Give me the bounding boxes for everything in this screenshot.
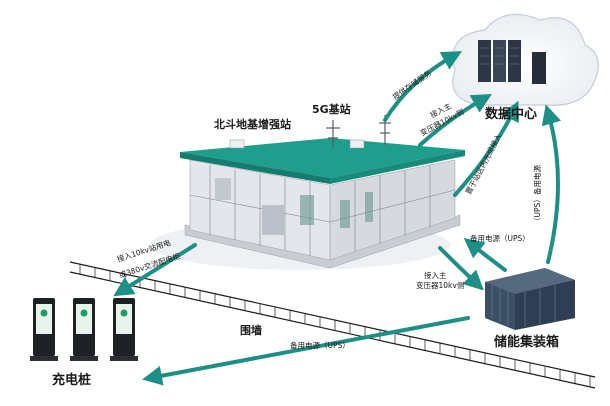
- server-rack-icon: [478, 40, 546, 84]
- arrow-charging-feed: [113, 243, 197, 297]
- flow-label-sensing: 置于站区内光缆接入: [463, 131, 504, 196]
- arrow-dc-transformer: [418, 94, 492, 147]
- label-storage-container: 储能集装箱: [493, 334, 559, 350]
- storage-container: [485, 268, 575, 330]
- arrow-ups-charging: [142, 316, 470, 386]
- label-charging-pile: 充电桩: [52, 372, 91, 388]
- label-data-center: 数据中心: [485, 106, 537, 122]
- arrow-sensing: [453, 100, 519, 197]
- cloud-icon: [452, 13, 599, 106]
- label-fence: 围墙: [240, 323, 262, 337]
- arrow-storage-service: [383, 51, 462, 122]
- flow-label-storage-transformer-1: 接入主: [424, 270, 447, 280]
- flow-label-ups-substation: 备用电源（UPS）: [470, 233, 530, 243]
- label-substation: 北斗地基增强站: [214, 117, 291, 131]
- flow-label-ups-dc-1: 备用电源: [532, 165, 542, 195]
- flow-arrows: [113, 51, 561, 386]
- label-base-station: 5G基站: [312, 102, 351, 116]
- flow-label-ups-dc-2: （UPS）: [533, 195, 542, 225]
- flow-label-ups-charging: 备用电源（UPS）: [290, 340, 350, 350]
- flow-label-storage-transformer-2: 变压器10kv侧: [416, 280, 464, 290]
- arrow-ups-substation: [463, 238, 507, 272]
- charging-pile-icon: [30, 298, 138, 361]
- substation-building: [180, 138, 465, 269]
- arrow-ups-dc: [541, 104, 561, 264]
- flow-label-storage-service: 提供存储服务: [390, 67, 433, 101]
- fence: [69, 261, 596, 389]
- arrow-storage-transformer: [438, 246, 484, 291]
